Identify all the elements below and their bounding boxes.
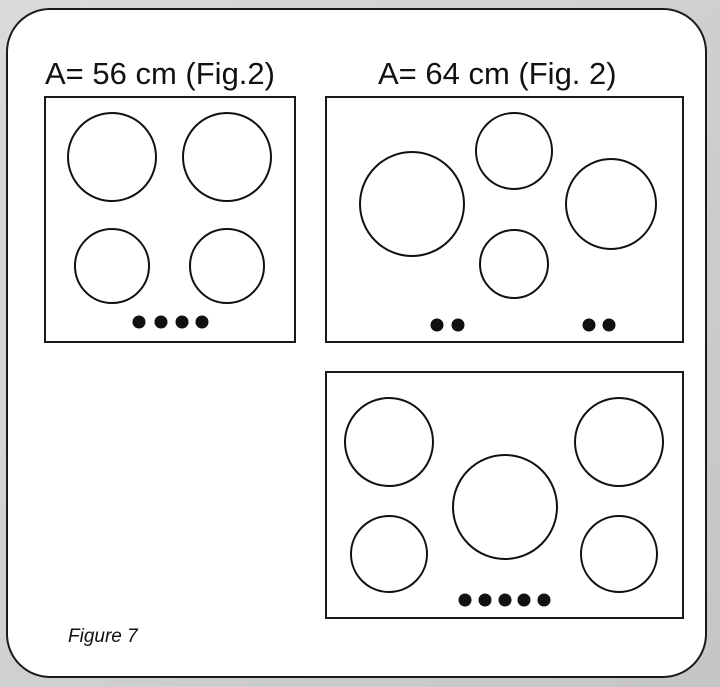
hob-five-zone-control-4 [517,593,531,607]
hob-56cm-control-3 [175,315,189,329]
hob-56cm-control-1 [132,315,146,329]
hob-five-zone [325,371,684,619]
hob-64cm-zone-right [565,158,657,250]
hob-56cm [44,96,296,343]
hob-five-zone-front-left [350,515,428,593]
hob-64cm-control-4 [602,318,616,332]
hob-five-zone-center-large [452,454,558,560]
hob-five-zone-control-2 [478,593,492,607]
hob-five-zone-control-1 [458,593,472,607]
hob-56cm-zone-rear-right [182,112,272,202]
hob-56cm-zone-rear-left [67,112,157,202]
hob-64cm-control-2 [451,318,465,332]
hob-64cm-zone-left-large [359,151,465,257]
label-64cm: A= 64 cm (Fig. 2) [378,56,617,91]
hob-five-zone-rear-left [344,397,434,487]
hob-56cm-control-2 [154,315,168,329]
hob-64cm-zone-rear-center [475,112,553,190]
hob-64cm-zone-front-center [479,229,549,299]
label-56cm: A= 56 cm (Fig.2) [45,56,275,91]
hob-56cm-zone-front-right [189,228,265,304]
figure-caption: Figure 7 [68,626,138,647]
hob-five-zone-front-right [580,515,658,593]
hob-five-zone-control-5 [537,593,551,607]
hob-five-zone-control-3 [498,593,512,607]
hob-64cm-control-3 [582,318,596,332]
hob-64cm [325,96,684,343]
hob-five-zone-rear-right [574,397,664,487]
hob-56cm-zone-front-left [74,228,150,304]
hob-64cm-control-1 [430,318,444,332]
hob-56cm-control-4 [195,315,209,329]
